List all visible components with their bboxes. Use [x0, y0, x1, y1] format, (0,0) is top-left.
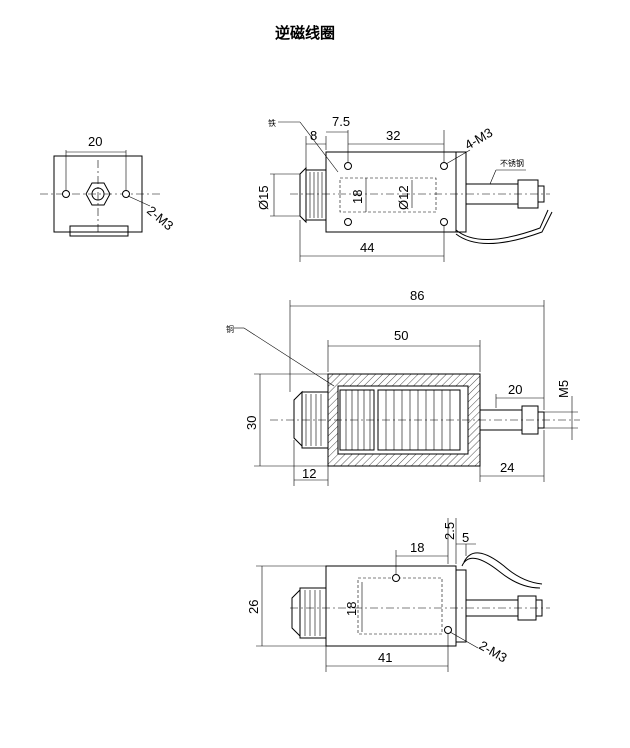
- dim-side-inner: 18: [344, 602, 359, 616]
- dim-side-offset: 5: [462, 530, 469, 545]
- mounting-hole: [392, 574, 400, 582]
- label-front-thread: 4-M3: [462, 125, 495, 153]
- dim-section-rod-total: 24: [500, 460, 514, 475]
- mounting-hole: [444, 626, 452, 634]
- dim-top-width: 20: [88, 134, 102, 149]
- dim-side-height: 26: [246, 600, 261, 614]
- mounting-hole: [122, 190, 130, 198]
- page-title: 逆磁线圈: [274, 24, 335, 42]
- mounting-hole: [344, 218, 352, 226]
- mounting-hole: [62, 190, 70, 198]
- label-top-thread: 2-M3: [144, 203, 176, 234]
- dim-front-dia-inner: Ø12: [396, 185, 411, 210]
- hex-nut-icon: [85, 182, 111, 206]
- dim-front-offset: 7.5: [332, 114, 350, 129]
- section-view: 86 50 铜 20 M5 30 12 24: [226, 288, 580, 486]
- dim-front-length: 44: [360, 240, 374, 255]
- mounting-hole: [440, 162, 448, 170]
- dim-section-thread: M5: [556, 380, 571, 398]
- dim-front-flange: 8: [310, 128, 317, 143]
- front-view: 8 7.5 32 铁 4-M3 不锈钢 Ø15 18 Ø12 44: [256, 114, 553, 262]
- label-front-material: 铁: [268, 118, 276, 128]
- dim-side-small: 2.5: [442, 522, 457, 540]
- dim-section-rod: 20: [508, 382, 522, 397]
- dim-section-total: 86: [410, 288, 424, 303]
- dim-front-dia-outer: Ø15: [256, 185, 271, 210]
- label-side-thread: 2-M3: [477, 638, 510, 666]
- dim-side-length: 41: [378, 650, 392, 665]
- top-view: 20 2-M3: [40, 134, 176, 237]
- dim-front-height: 18: [350, 190, 365, 204]
- dim-section-height: 30: [244, 416, 259, 430]
- mounting-hole: [440, 218, 448, 226]
- top-view-base: [69, 225, 129, 237]
- mounting-hole: [344, 162, 352, 170]
- dim-section-body: 50: [394, 328, 408, 343]
- side-view: 2.5 18 5 26 18 41 2-M3: [246, 518, 550, 672]
- dim-side-hole-spacing: 18: [410, 540, 424, 555]
- label-section-material: 铜: [226, 324, 234, 334]
- label-rod-material: 不锈钢: [500, 158, 524, 168]
- dim-front-hole-spacing: 32: [386, 128, 400, 143]
- dim-section-flange: 12: [302, 466, 316, 481]
